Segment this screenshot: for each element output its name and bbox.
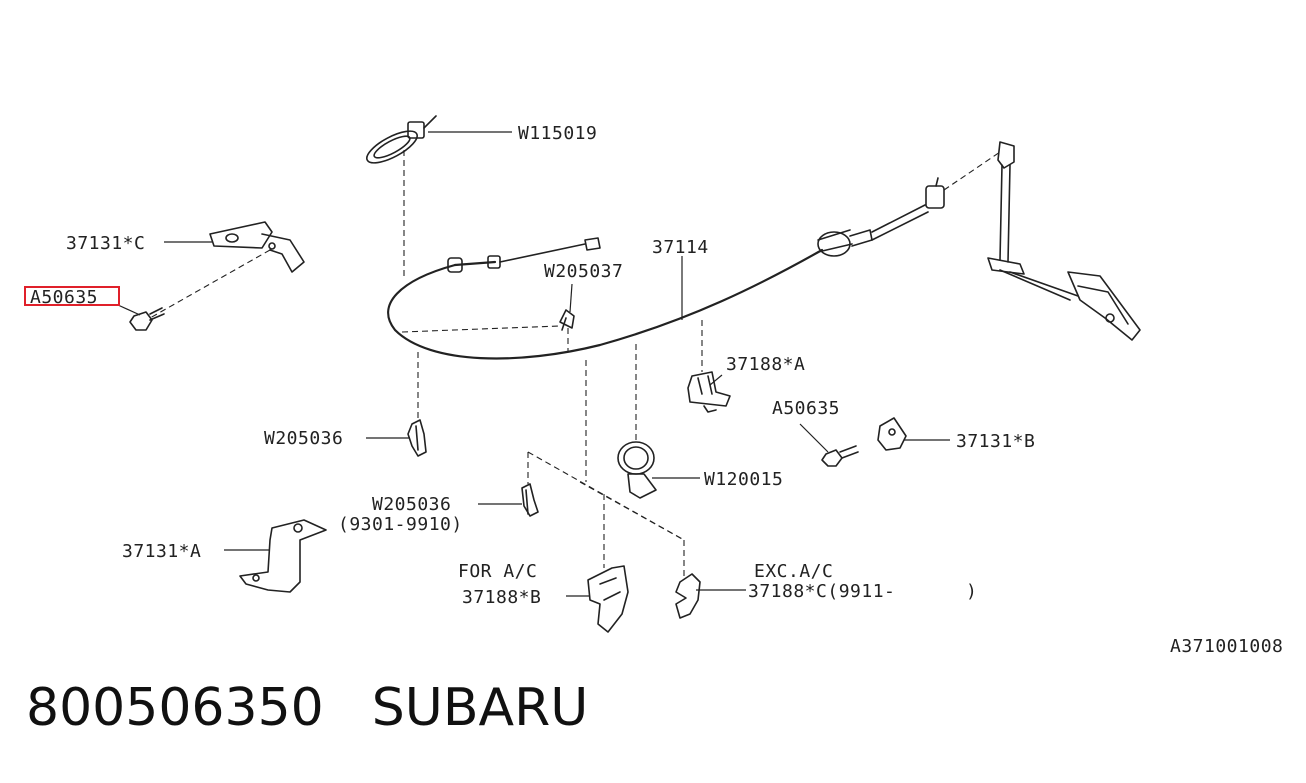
- brand-name: SUBARU: [371, 678, 589, 738]
- label-w205037: W205037: [544, 261, 623, 282]
- w205036-clip-lower[interactable]: [521, 483, 539, 517]
- bracket-37131a[interactable]: [239, 519, 327, 593]
- label-leader-lines: [117, 131, 950, 597]
- label-w115019: W115019: [518, 123, 597, 144]
- label-w120015: W120015: [704, 469, 783, 490]
- throttle-cable-37114[interactable]: [387, 177, 945, 360]
- bolt-a50635-highlighted[interactable]: [129, 307, 165, 331]
- w205037-clip[interactable]: [559, 309, 575, 331]
- label-37131a: 37131*A: [122, 541, 201, 562]
- clip-37188b[interactable]: [587, 565, 629, 633]
- label-a50635: A50635: [772, 398, 840, 419]
- bracket-37131c[interactable]: [209, 221, 305, 273]
- label-for-ac: FOR A/C: [458, 561, 537, 582]
- label-37188b: 37188*B: [462, 587, 541, 608]
- clip-37188c[interactable]: [675, 573, 701, 619]
- highlight-box: [24, 286, 120, 306]
- part-number: 800506350: [26, 678, 324, 738]
- label-diagram-code: A371001008: [1170, 636, 1283, 657]
- bracket-37131b[interactable]: [877, 417, 907, 451]
- w115019-strap[interactable]: [363, 115, 437, 169]
- bolt-a50635-right[interactable]: [821, 445, 859, 467]
- label-a50635-highlighted: A50635: [30, 287, 98, 308]
- dashed-guide-lines: [149, 150, 1001, 576]
- accelerator-pedal[interactable]: [987, 141, 1141, 341]
- label-w205036-lower: W205036: [372, 494, 451, 515]
- label-37188c-close: ): [966, 581, 977, 602]
- label-37188a: 37188*A: [726, 354, 805, 375]
- w205036-clip-left[interactable]: [407, 419, 427, 457]
- label-37131c: 37131*C: [66, 233, 145, 254]
- label-37131b: 37131*B: [956, 431, 1035, 452]
- w120015-clamp[interactable]: [617, 441, 657, 499]
- label-range-9301-9910: (9301-9910): [338, 514, 463, 535]
- label-37114: 37114: [652, 237, 709, 258]
- label-37188c: 37188*C(9911-: [748, 581, 895, 602]
- label-w205036-left: W205036: [264, 428, 343, 449]
- clip-37188a[interactable]: [687, 371, 731, 413]
- label-exc-ac: EXC.A/C: [754, 561, 833, 582]
